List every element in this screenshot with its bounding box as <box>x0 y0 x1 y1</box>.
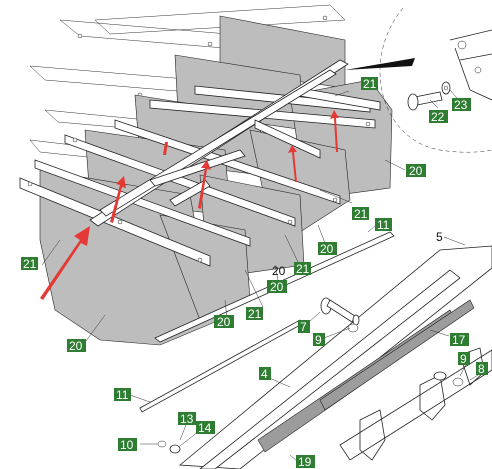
callout-5: 5 <box>436 230 443 244</box>
callout-5-text: 5 <box>436 230 443 244</box>
callout-20-lower-box: 20 <box>267 280 287 294</box>
callout-7-text: 7 <box>300 320 307 334</box>
callout-21-left: 21 <box>21 257 38 271</box>
callout-11-bottom: 11 <box>114 388 131 402</box>
callout-20-right: 20 <box>406 164 426 178</box>
hardware <box>157 297 464 454</box>
callout-4-text: 4 <box>261 367 268 381</box>
callout-20-right-text: 20 <box>409 164 423 178</box>
callout-21-bottom-text: 21 <box>248 307 262 321</box>
callout-17: 17 <box>450 333 469 347</box>
callout-9-right-text: 9 <box>460 352 467 366</box>
callout-14-text: 14 <box>198 421 212 435</box>
indicator-arrows <box>40 110 339 300</box>
callout-21-bottom: 21 <box>246 307 263 321</box>
callout-20-center-text: 20 <box>320 242 334 256</box>
callout-8: 8 <box>476 362 488 376</box>
callout-9-left-text: 9 <box>315 333 322 347</box>
callout-4: 4 <box>259 367 271 381</box>
callout-21-top-text: 21 <box>363 77 377 91</box>
callout-21-top: 21 <box>361 77 378 91</box>
callout-23-text: 23 <box>454 98 468 112</box>
detail-inset <box>345 7 492 153</box>
callout-19-text: 19 <box>298 455 312 469</box>
callout-13: 13 <box>178 412 196 426</box>
cross-frame <box>89 59 349 227</box>
callout-13-text: 13 <box>180 412 194 426</box>
frame-rails <box>178 245 492 469</box>
callout-9-right: 9 <box>458 352 470 366</box>
callout-20-bottom-text: 20 <box>217 315 231 329</box>
callout-22-text: 22 <box>431 110 445 124</box>
callout-22: 22 <box>429 110 448 124</box>
callout-10: 10 <box>118 438 137 452</box>
callout-7: 7 <box>298 320 310 334</box>
callout-21-mid-right: 21 <box>352 207 369 221</box>
callout-11-bottom-text: 11 <box>116 388 129 402</box>
callout-20-bottom: 20 <box>214 315 234 329</box>
callout-9-left: 9 <box>313 333 325 347</box>
callout-20-center: 20 <box>318 242 337 256</box>
callout-23: 23 <box>452 98 471 112</box>
callout-20-lower: 20 <box>272 264 286 278</box>
callout-17-text: 17 <box>452 333 466 347</box>
callout-20-left-text: 20 <box>69 339 83 353</box>
callout-19: 19 <box>296 455 315 469</box>
callout-10-text: 10 <box>120 438 134 452</box>
callout-11-top-text: 11 <box>377 218 390 232</box>
callout-21-mid-right-text: 21 <box>354 207 368 221</box>
callout-21-center: 21 <box>294 262 311 276</box>
callout-8-text: 8 <box>478 362 485 376</box>
callout-21-center-text: 21 <box>296 262 310 276</box>
callout-20-left: 20 <box>67 339 86 353</box>
callout-21-left-text: 21 <box>23 257 37 271</box>
callout-20-lower-box-text: 20 <box>270 280 284 294</box>
callout-20-lower-text: 20 <box>272 264 286 278</box>
callout-11-top: 11 <box>375 218 392 232</box>
callout-14: 14 <box>196 421 215 435</box>
